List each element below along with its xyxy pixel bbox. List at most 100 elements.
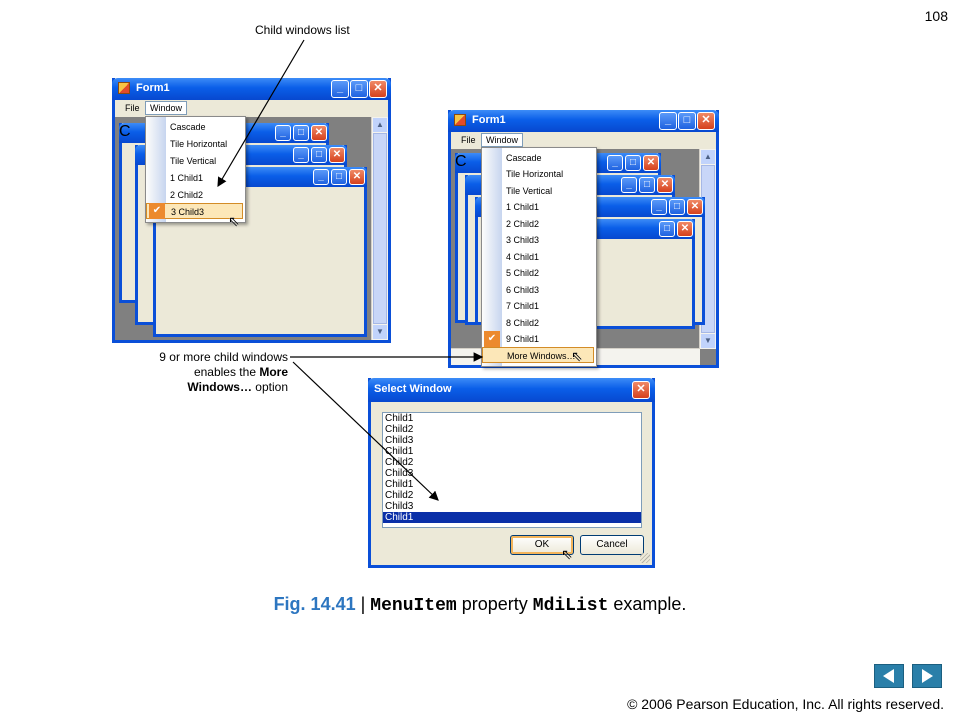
list-item[interactable]: Child1 xyxy=(385,413,414,424)
minimize-icon[interactable]: _ xyxy=(659,112,677,130)
menu-file[interactable]: File xyxy=(461,135,476,145)
menu-item-tile-vertical[interactable]: Tile Vertical xyxy=(170,156,217,166)
close-icon[interactable]: ✕ xyxy=(687,199,703,215)
menu-item-child-2[interactable]: 2 Child2 xyxy=(506,219,540,229)
close-icon[interactable]: ✕ xyxy=(349,169,365,185)
maximize-icon[interactable]: □ xyxy=(311,147,327,163)
menu-item-child-8[interactable]: 8 Child2 xyxy=(506,318,540,328)
menu-bar: File Window xyxy=(451,132,716,149)
maximize-icon[interactable]: □ xyxy=(625,155,641,171)
maximize-icon[interactable]: □ xyxy=(331,169,347,185)
list-item[interactable]: Child1 xyxy=(385,446,414,457)
menu-item-child-7[interactable]: 7 Child1 xyxy=(506,301,540,311)
maximize-icon[interactable]: □ xyxy=(639,177,655,193)
list-item[interactable]: Child2 xyxy=(385,424,414,435)
close-icon[interactable]: ✕ xyxy=(643,155,659,171)
minimize-icon[interactable]: _ xyxy=(275,125,291,141)
list-item[interactable]: Child1 xyxy=(385,479,414,490)
slide-number: 108 xyxy=(924,8,948,24)
menu-item-child-3[interactable]: 3 Child3 xyxy=(506,235,540,245)
window-menu-dropdown: Cascade Tile Horizontal Tile Vertical 1 … xyxy=(145,116,246,223)
list-item-selected[interactable]: Child1 xyxy=(383,512,641,523)
menu-item-child-6[interactable]: 6 Child3 xyxy=(506,285,540,295)
close-icon[interactable]: ✕ xyxy=(632,381,650,399)
menu-window[interactable]: Window xyxy=(481,133,524,147)
menu-item-child-5[interactable]: 5 Child2 xyxy=(506,268,540,278)
minimize-icon[interactable]: _ xyxy=(331,80,349,98)
scroll-thumb[interactable] xyxy=(373,133,387,324)
minimize-icon[interactable]: _ xyxy=(313,169,329,185)
maximize-icon[interactable]: □ xyxy=(678,112,696,130)
window-listbox[interactable]: Child1 Child2 Child3 Child1 Child2 Child… xyxy=(382,412,642,528)
close-icon[interactable]: ✕ xyxy=(329,147,345,163)
menu-file[interactable]: File xyxy=(125,103,140,113)
copyright: © 2006 Pearson Education, Inc. All right… xyxy=(627,696,944,712)
maximize-icon[interactable]: □ xyxy=(659,221,675,237)
maximize-icon[interactable]: □ xyxy=(350,80,368,98)
callout-line-3: Windows… option xyxy=(187,380,288,394)
menu-item-child-1[interactable]: 1 Child1 xyxy=(170,173,204,183)
list-item[interactable]: Child2 xyxy=(385,490,414,501)
menu-item-cascade[interactable]: Cascade xyxy=(506,153,542,163)
right-form-window: Form1 _ □ ✕ File Window ▲ ▼ C _□✕ _□✕ _□… xyxy=(448,110,719,368)
arrow-to-child-list xyxy=(217,39,305,188)
callout-line-2: enables the More xyxy=(193,365,288,379)
maximize-icon[interactable]: □ xyxy=(669,199,685,215)
close-icon[interactable]: ✕ xyxy=(369,80,387,98)
window-menu-dropdown: Cascade Tile Horizontal Tile Vertical 1 … xyxy=(481,147,597,367)
close-icon[interactable]: ✕ xyxy=(677,221,693,237)
arrow-to-dialog xyxy=(292,361,439,501)
right-title-bar: Form1 _ □ ✕ xyxy=(448,110,719,132)
menu-window[interactable]: Window xyxy=(145,101,188,115)
checkmark-icon: ✔ xyxy=(149,203,165,219)
menu-item-tile-horizontal[interactable]: Tile Horizontal xyxy=(170,139,228,149)
menu-item-more-windows[interactable]: More Windows… xyxy=(482,347,594,363)
minimize-icon[interactable]: _ xyxy=(607,155,623,171)
dialog-title-bar: Select Window ✕ xyxy=(368,378,655,402)
menu-item-child-4[interactable]: 4 Child1 xyxy=(506,252,540,262)
resize-grip-icon[interactable] xyxy=(640,553,650,563)
maximize-icon[interactable]: □ xyxy=(293,125,309,141)
callout-child-list: Child windows list xyxy=(255,23,350,37)
callout-line-1: 9 or more child windows xyxy=(159,350,288,364)
list-item[interactable]: Child3 xyxy=(385,435,414,446)
previous-slide-button[interactable] xyxy=(874,664,904,688)
checkmark-icon: ✔ xyxy=(484,331,500,347)
mouse-cursor-icon: ⇖ xyxy=(571,348,583,364)
window-title: Form1 xyxy=(136,82,170,94)
left-arrow-icon xyxy=(883,669,894,683)
menu-bar: File Window xyxy=(115,100,388,117)
vertical-scrollbar[interactable]: ▲ ▼ xyxy=(371,117,388,340)
cancel-button[interactable]: Cancel xyxy=(580,535,644,555)
menu-item-tile-vertical[interactable]: Tile Vertical xyxy=(506,186,553,196)
menu-item-cascade[interactable]: Cascade xyxy=(170,122,206,132)
figure-caption: Fig. 14.41 | MenuItem property MdiList e… xyxy=(273,594,687,616)
app-icon xyxy=(454,114,466,126)
menu-item-tile-horizontal[interactable]: Tile Horizontal xyxy=(506,169,564,179)
ok-button[interactable]: OK xyxy=(510,535,574,555)
list-item[interactable]: Child3 xyxy=(385,468,414,479)
scroll-down-icon[interactable]: ▼ xyxy=(701,334,715,348)
next-slide-button[interactable] xyxy=(912,664,942,688)
scroll-up-icon[interactable]: ▲ xyxy=(373,118,387,132)
list-item[interactable]: Child3 xyxy=(385,501,414,512)
window-title: Form1 xyxy=(472,114,506,126)
scroll-down-icon[interactable]: ▼ xyxy=(373,325,387,339)
close-icon[interactable]: ✕ xyxy=(657,177,673,193)
app-icon xyxy=(118,82,130,94)
close-icon[interactable]: ✕ xyxy=(697,112,715,130)
scroll-up-icon[interactable]: ▲ xyxy=(701,150,715,164)
menu-item-child-9[interactable]: ✔9 Child1 xyxy=(484,331,594,347)
minimize-icon[interactable]: _ xyxy=(651,199,667,215)
menu-item-child-2[interactable]: 2 Child2 xyxy=(170,190,204,200)
minimize-icon[interactable]: _ xyxy=(293,147,309,163)
mouse-cursor-icon: ⇖ xyxy=(228,213,240,229)
minimize-icon[interactable]: _ xyxy=(621,177,637,193)
right-arrow-icon xyxy=(922,669,933,683)
menu-item-child-3[interactable]: ✔3 Child3 xyxy=(146,203,243,219)
left-title-bar: Form1 _ □ ✕ xyxy=(112,78,391,100)
callout-more-windows: 9 or more child windows enables the More… xyxy=(118,350,288,395)
close-icon[interactable]: ✕ xyxy=(311,125,327,141)
menu-item-child-1[interactable]: 1 Child1 xyxy=(506,202,540,212)
